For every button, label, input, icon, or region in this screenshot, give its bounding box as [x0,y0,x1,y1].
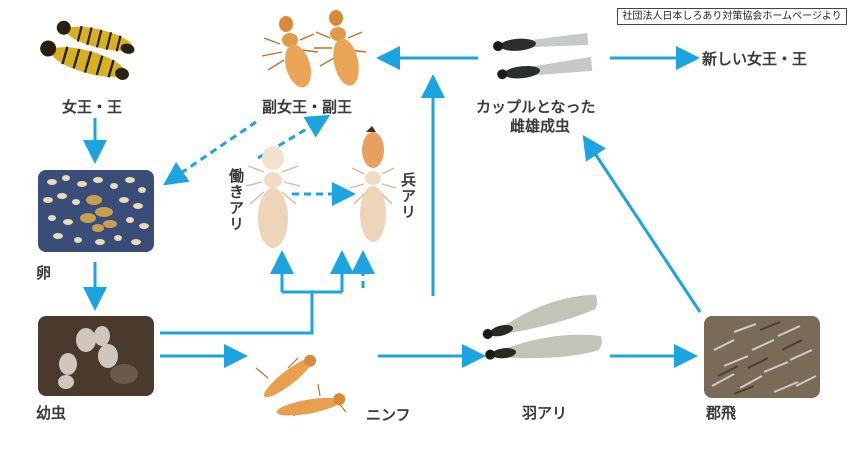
soldier-termite-icon [349,126,397,242]
label-couple-line2: 雌雄成虫 [510,117,571,135]
label-queen-king: 女王・王 [62,98,123,116]
queen-king-termite-icon [40,20,135,80]
source-credit: 社団法人日本しろあり対策協会ホームページより [617,8,847,25]
nymph-termite-icon [255,354,347,417]
worker-termite-icon [245,146,301,248]
arrow-larva-to-bracket [160,292,314,335]
label-sub-queen-king: 副女王・副王 [262,98,353,116]
label-larva: 幼虫 [36,404,67,422]
label-alate: 羽アリ [522,404,568,422]
label-soldier: 兵アリ [399,172,417,220]
label-swarming: 郡飛 [706,404,737,422]
egg-photo [38,170,154,252]
label-new-queen-king: 新しい女王・王 [702,50,808,68]
label-couple-line1: カップルとなった [476,98,596,116]
arrow-subqueen-to-egg [163,120,257,186]
label-egg: 卵 [36,264,52,282]
sub-queen-termite-icon [261,10,367,88]
label-worker: 働きアリ [227,168,245,232]
larva-photo [38,316,154,396]
alate-termite-icon [482,294,602,360]
arrow-swarming-to-couple [582,134,702,313]
swarming-photo [704,316,820,398]
couple-termite-icon [493,32,593,80]
label-nymph: ニンフ [366,406,411,424]
